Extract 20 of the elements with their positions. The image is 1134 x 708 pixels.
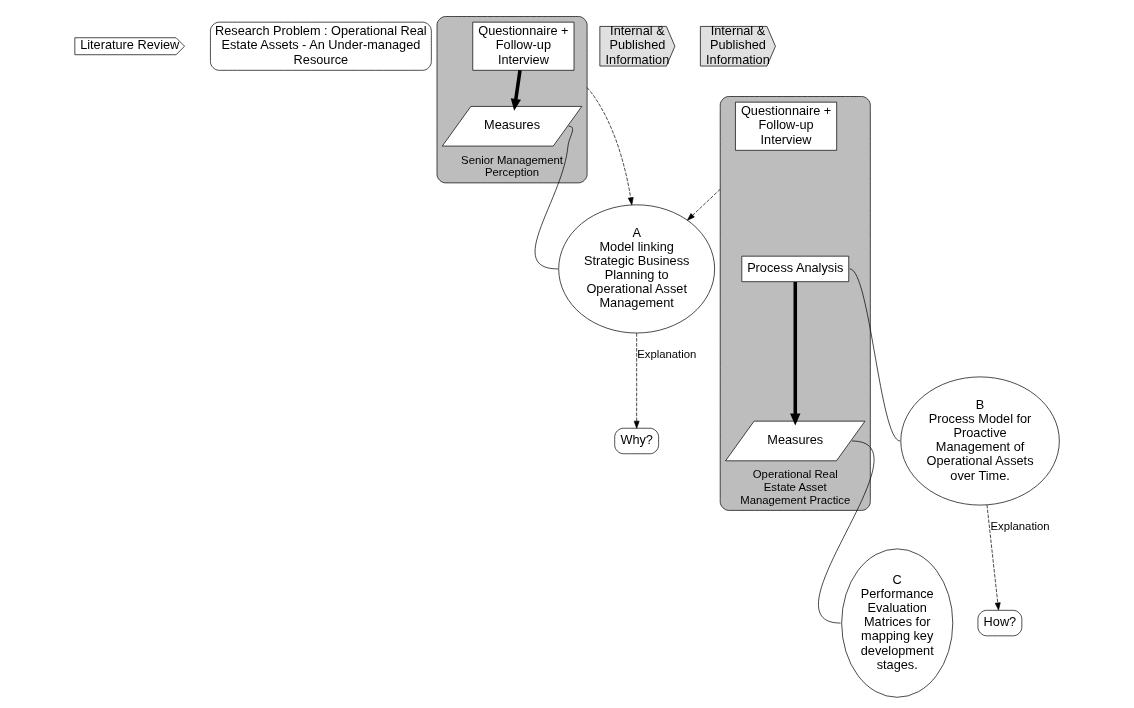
arrow [687, 188, 721, 221]
node-box: Questionnaire + Follow-up Interview [472, 21, 575, 71]
arrow [586, 87, 634, 206]
connector [534, 125, 573, 270]
connector [818, 440, 874, 624]
arrow [510, 70, 522, 111]
node-box: Process Analysis [741, 255, 850, 283]
arrow [790, 281, 801, 426]
node-ellipse: B Process Model for Proactive Management of Operational Assets over Time. [900, 376, 1060, 506]
connector [849, 268, 901, 442]
node-ellipse: A Model linking Strategic Business Planning to Operational Asset Management [558, 204, 715, 334]
node-box: How? [977, 609, 1023, 637]
edge-label: Explanation [990, 519, 1050, 532]
node-ellipse: C Performance Evaluation Matrices for mapping key development stages. [841, 548, 954, 698]
node-box: Why? [614, 427, 659, 455]
arrow [986, 504, 1001, 611]
node-box: Questionnaire + Follow-up Interview [735, 101, 838, 151]
node-box: Research Problem : Operational Real Estate Assets - An Under-managed Resource [210, 21, 432, 71]
edge-label: Explanation [637, 347, 697, 360]
arrow [633, 332, 640, 429]
